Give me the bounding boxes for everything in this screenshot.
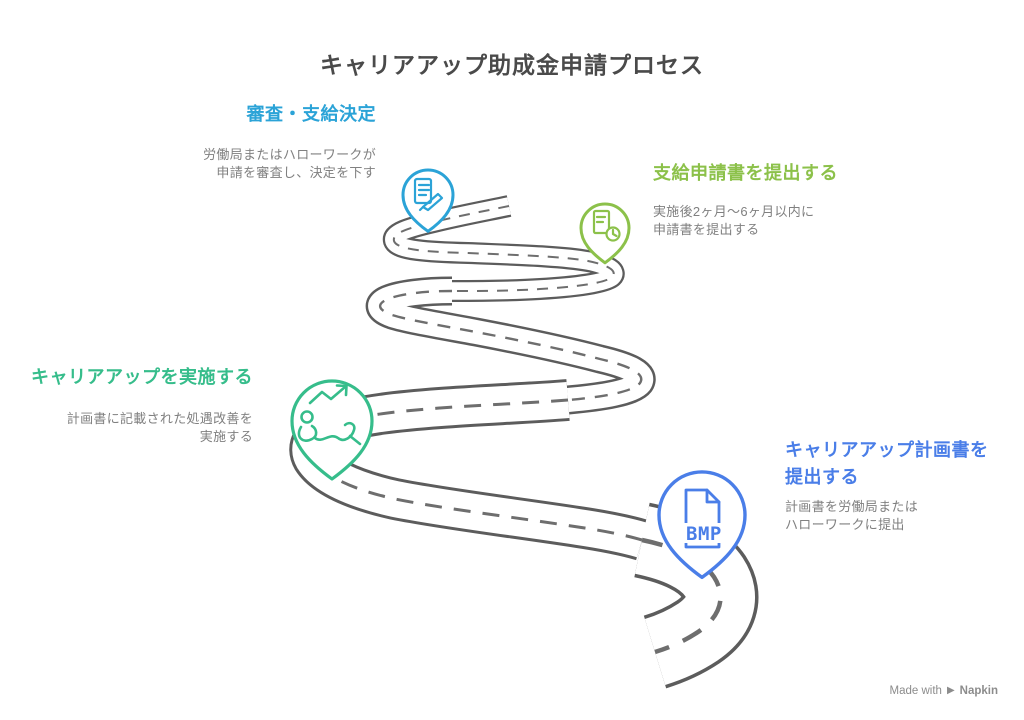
bmp-label: BMP (686, 523, 722, 545)
map-pin-outline (290, 379, 374, 481)
napkin-logo-icon: ▶ (946, 685, 955, 696)
step-description: 計画書を労働局または ハローワークに提出 (785, 499, 919, 532)
step-submit-career-up-plan: キャリアアップ計画書を 提出する 計画書を労働局または ハローワークに提出 (785, 437, 989, 534)
step-description: 労働局またはハローワークが 申請を審査し、決定を下す (203, 147, 376, 180)
page-title: キャリアアップ助成金申請プロセス (320, 52, 704, 78)
step-description: 実施後2ヶ月〜6ヶ月以内に 申請書を提出する (653, 204, 815, 237)
step-review-and-decision: 審査・支給決定 労働局またはハローワークが 申請を審査し、決定を下す (203, 101, 376, 182)
document-clock-icon (592, 209, 621, 242)
bmp-document-icon (684, 488, 727, 549)
step-implement-career-up: キャリアアップを実施する 計画書に記載された処遇改善を 実施する (31, 364, 253, 446)
step-heading: 審査・支給決定 (246, 104, 376, 124)
document-review-icon (413, 177, 444, 212)
document-clock-pin (579, 202, 631, 265)
watermark-prefix: Made with (889, 685, 942, 697)
step-heading: 支給申請書を提出する (653, 163, 838, 183)
bmp-document-pin: BMP (657, 470, 747, 580)
people-growth-arrow-icon (297, 384, 362, 446)
step-description: 計画書に記載された処遇改善を 実施する (66, 411, 253, 444)
watermark-brand: Napkin (959, 685, 998, 697)
people-growth-arrow-pin (290, 379, 374, 481)
step-heading: キャリアアップ計画書を 提出する (785, 440, 989, 487)
step-submit-payment-application: 支給申請書を提出する 実施後2ヶ月〜6ヶ月以内に 申請書を提出する (653, 160, 838, 239)
document-review-pin (401, 168, 455, 233)
step-heading: キャリアアップを実施する (31, 367, 253, 387)
made-with-napkin-watermark: Made with ▶ Napkin (890, 685, 998, 697)
road-center-dashes (308, 398, 643, 542)
road-center-dashes (379, 289, 643, 402)
